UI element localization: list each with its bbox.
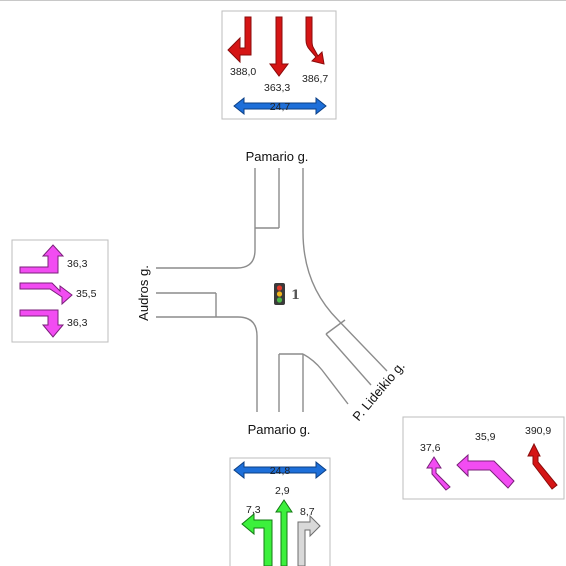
street-name-southeast: P. Lideikio g. xyxy=(349,358,407,423)
south-right-turn-value: 8,7 xyxy=(300,506,315,518)
south-pedestrian-value: 24,8 xyxy=(270,465,291,477)
road-corner xyxy=(302,353,349,405)
road-corner xyxy=(302,231,388,372)
west-through-value: 35,5 xyxy=(76,288,97,300)
south-through-value: 2,9 xyxy=(275,485,290,497)
southeast-approach-panel: 37,6 35,9 390,9 xyxy=(402,416,565,500)
south-approach-panel: 24,8 7,3 2,9 8,7 xyxy=(229,457,331,566)
road-corner xyxy=(156,228,256,269)
north-left-turn-value: 388,0 xyxy=(230,66,256,78)
through-arrow-icon xyxy=(269,16,289,77)
street-name-south: Pamario g. xyxy=(248,422,311,437)
stop-line xyxy=(325,319,346,335)
street-name-north: Pamario g. xyxy=(246,149,309,164)
pedestrian-crossing-icon xyxy=(233,460,327,480)
north-right-turn-value: 386,7 xyxy=(302,73,328,85)
through-arrow-icon xyxy=(527,442,558,490)
traffic-light-icon xyxy=(274,283,285,305)
signal-number: 1 xyxy=(291,288,300,303)
through-arrow-icon xyxy=(19,282,73,306)
north-through-value: 363,3 xyxy=(264,82,290,94)
south-left-turn-value: 7,3 xyxy=(246,504,261,516)
north-pedestrian-value: 24,7 xyxy=(270,101,291,113)
right-turn-arrow-icon xyxy=(19,309,65,338)
west-left-turn-value: 36,3 xyxy=(67,258,88,270)
top-border xyxy=(0,0,566,1)
pedestrian-crossing-icon xyxy=(233,96,327,116)
road-edge xyxy=(325,333,372,386)
through-arrow-icon xyxy=(275,499,293,566)
left-turn-arrow-icon xyxy=(227,16,252,64)
road-corner xyxy=(237,316,258,412)
slight-left-arrow-icon xyxy=(456,453,515,489)
southeast-through-value: 390,9 xyxy=(525,425,551,437)
street-name-west: Audros g. xyxy=(136,265,151,321)
right-turn-arrow-icon xyxy=(297,514,321,566)
southeast-left-turn-value: 37,6 xyxy=(420,442,441,454)
left-turn-arrow-icon xyxy=(241,512,273,566)
west-approach-panel: 36,3 35,5 36,3 xyxy=(11,239,109,343)
left-turn-arrow-icon xyxy=(426,456,451,491)
west-right-turn-value: 36,3 xyxy=(67,317,88,329)
road-geometry xyxy=(156,168,388,412)
right-turn-arrow-icon xyxy=(305,16,325,65)
north-approach-panel: 388,0 363,3 386,7 24,7 xyxy=(221,10,337,120)
southeast-slight-left-value: 35,9 xyxy=(475,431,496,443)
left-turn-arrow-icon xyxy=(19,244,65,274)
